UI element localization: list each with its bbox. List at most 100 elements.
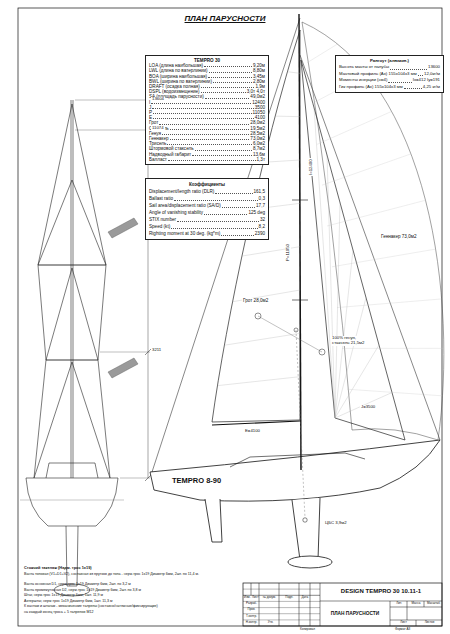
rigging-note: на каждый конец троса + 5 талрепов М12: [24, 610, 239, 614]
rigging-note: Ахтерштаг, нерж.трос 1x19 Диаметр 6мм, 1…: [24, 599, 239, 603]
spec-value: 12400: [252, 100, 265, 105]
title-block-cell: Утв.: [262, 621, 279, 624]
table-heading: Рангоут (алюмин.): [339, 58, 440, 64]
sheet-frame: [18, 8, 442, 626]
table-heading: TEMPRO 30: [149, 58, 265, 63]
title-block-text: ПЛАН ПАРУСНОСТИ: [320, 611, 390, 617]
title-block-cell: Изм.: [244, 596, 252, 599]
spec-name: LOA (длина наибольшая): [149, 63, 203, 68]
spec-value: Ix=412 Iy=191: [413, 77, 440, 83]
spec-value: 1,3т: [257, 157, 266, 162]
spec-value: 2,80м: [253, 79, 265, 84]
drawing-label: 13604: [151, 97, 165, 102]
table-heading: Коэффициенты: [149, 181, 265, 188]
spec-value: 1,9м: [255, 84, 265, 89]
spec-name: J: [149, 105, 151, 110]
drawing-label: 100% генуя, стаксель 21,5м2: [331, 336, 375, 346]
title-block: DESIGN TEMPRO 30 10.11-1ПЛАН ПАРУСНОСТИ: [320, 583, 442, 626]
spec-value: 49,0м2: [250, 94, 265, 99]
drawing-label: ЦБС 3,9м2: [324, 521, 348, 526]
spec-value: 17,7: [256, 202, 265, 209]
title-block-cell: Масса: [408, 602, 424, 605]
title-block-cell: Пров.: [244, 608, 259, 611]
spec-value: 161,5: [254, 188, 266, 195]
title-block-cell: Масштаб: [425, 602, 442, 605]
title-block-cell: Копировал: [300, 628, 315, 631]
spec-name: Балласт: [149, 157, 167, 162]
spec-name: DRAFT (осадка полная): [149, 84, 200, 89]
spec-value: 3,0т 4,0т: [247, 89, 265, 94]
title-block-cell: Разраб.: [244, 602, 259, 605]
spec-name: Геннакер: [149, 136, 169, 141]
title-block-grid: [243, 583, 442, 626]
spec-value: 32: [260, 216, 265, 223]
spec-name: BWL (ширина по ватерлинии): [149, 79, 212, 84]
spec-name: BOA (ширина наибольшая): [149, 74, 207, 79]
spec-value: 13600: [428, 64, 440, 70]
spec-value: 73,0м2: [250, 136, 265, 141]
title-block-cell: Лист: [391, 621, 416, 624]
drawing-label: Геннакер 73,0м2: [380, 234, 417, 239]
spec-name: E: [149, 115, 152, 120]
spec-name: STIX number: [149, 216, 176, 223]
spec-name: Высота мачты от палубы: [339, 64, 389, 70]
spec-name: Штормовой стаксель: [149, 146, 194, 151]
title-block-cell: Н.контр.: [244, 621, 259, 624]
rigging-note: Ванта топовая (V1+D1+V2), составная из п…: [24, 572, 239, 576]
spec-name: Гик профиль (Ax) 155x104x3 мм: [339, 84, 403, 90]
title-block-cell: Т.контр.: [244, 615, 259, 618]
spec-value: 13,6м: [253, 152, 265, 157]
spec-name: Трисель: [149, 141, 166, 146]
spec-table: КоэффициентыDisplacement/length ratio (D…: [145, 178, 269, 240]
spec-name: Speed (kt): [149, 223, 170, 230]
spec-value: 2390: [255, 230, 265, 237]
spec-name: Ballast ratio: [149, 195, 173, 202]
rigging-note: Ванта основная D1, нерж.трос 1x19 Диамет…: [24, 582, 239, 586]
spec-value: 9,20м: [253, 63, 265, 68]
rigging-note: К вантам и штагам - механические талрепы…: [24, 604, 239, 608]
spec-value: 8,2: [259, 223, 265, 230]
spec-value: 125 deg: [248, 209, 265, 216]
spec-name: P: [149, 110, 152, 115]
spec-table: TEMPRO 30LOA (длина наибольшая) 9,20мLWL …: [145, 55, 269, 165]
drawing-label: TEMPRO 8-90: [172, 477, 221, 486]
title-block-cell: Лит.: [391, 602, 407, 605]
title-block-cell: Листов: [417, 621, 442, 624]
spec-value: 12,0кг/м: [424, 71, 440, 77]
spec-name: Sail area/displacement ratio (SA/D): [149, 202, 221, 209]
spec-name: Righting moment at 30 deg. (kg*m): [149, 230, 220, 237]
front-view: [20, 97, 151, 596]
spec-value: 19,5м2: [250, 126, 265, 131]
spec-name: DSPL (водоизмещение): [149, 89, 200, 94]
spec-name: Angle of vanishing stability: [149, 209, 203, 216]
drawing-label: E=4100: [244, 429, 261, 434]
title-block-cell: Подп.: [280, 596, 300, 599]
title-block-cell: Дата: [300, 596, 311, 599]
rigging-note: Штаг, нерж.трос 1x19 Диаметр 6мм, 1шт. 1…: [24, 593, 239, 597]
drawing-label: I=12400: [309, 158, 314, 176]
spec-name: Мачтовый профиль (Ax) 155x104x3 мм: [339, 71, 417, 77]
drawing-label: 3211: [151, 348, 162, 353]
spec-value: 28,0м2: [250, 120, 265, 125]
drawing-label: P=11050: [286, 243, 291, 262]
spec-value: 3,45м: [253, 74, 265, 79]
spec-value: 4,25 кг/м: [423, 84, 440, 90]
title-block-cell: № докум.: [260, 596, 280, 599]
sheet-title: ПЛАН ПАРУСНОСТИ: [0, 14, 450, 23]
spec-value: 6,0м2: [253, 141, 265, 146]
title-block-cell: Формат A3: [395, 628, 410, 631]
spec-table: Рангоут (алюмин.)Высота мачты от палубы 1…: [335, 55, 444, 93]
drawing-label: Грот 28,0м2: [242, 298, 269, 303]
spreader-detail: [108, 218, 138, 378]
title-block-cell: Лист: [252, 596, 260, 599]
rigging-note: Ванта промежуточная D2, нерж.трос 1x19 Д…: [24, 588, 239, 592]
sail-centres: [255, 313, 325, 518]
spec-value: 28,5м2: [250, 131, 265, 136]
drawing-label: 11074: [151, 126, 165, 131]
rigging-note: Стоячий такелаж (Надм. трос 1x19): [24, 566, 239, 570]
hull-profile: [150, 440, 440, 568]
spec-value: 3500: [255, 105, 265, 110]
spec-value: 11050: [253, 110, 265, 115]
spec-name: Надводный габарит: [149, 152, 191, 157]
spec-name: LWL (длина по ватерлинии): [149, 68, 208, 73]
